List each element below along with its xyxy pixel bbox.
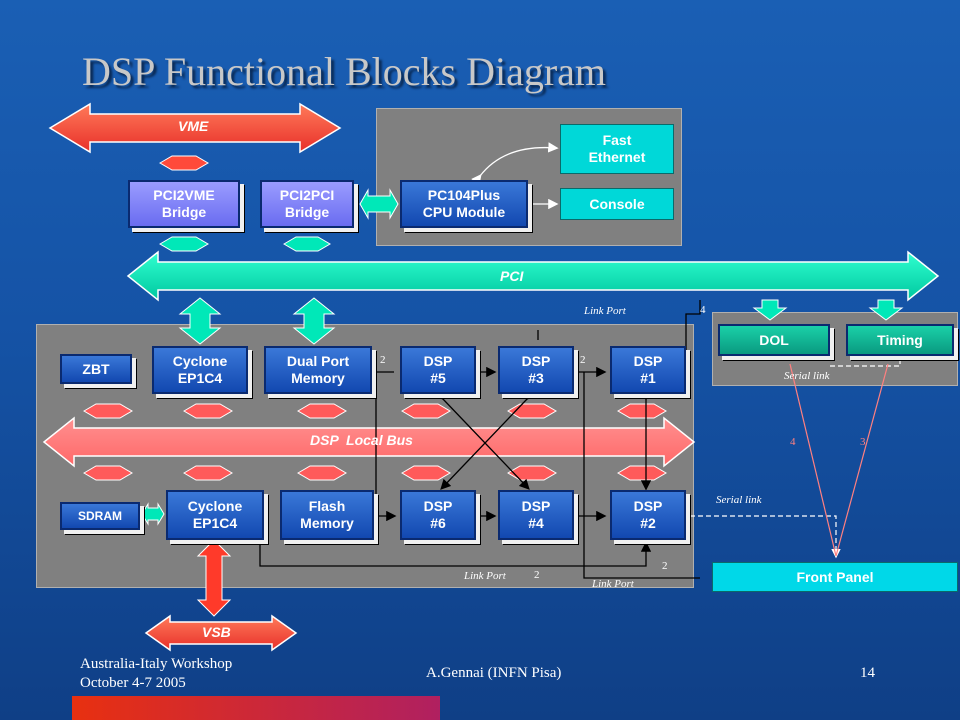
- pci-dol-connector: [752, 299, 788, 321]
- dsp-local-bus-label: DSP Local Bus: [310, 432, 413, 448]
- dsp3-block: DSP #3: [498, 346, 574, 394]
- pci2vme-bridge-block: PCI2VME Bridge: [128, 180, 240, 228]
- count-label-4-top: 4: [700, 304, 706, 316]
- pci2vme-pci-connector: [159, 236, 209, 252]
- dol-block: DOL: [718, 324, 830, 356]
- footer-orange-bar: [72, 696, 440, 720]
- pci-timing-connector: [868, 299, 904, 321]
- count-label-3-serial: 3: [860, 436, 866, 448]
- console-block: Console: [560, 188, 674, 220]
- dsp2-block: DSP #2: [610, 490, 686, 540]
- timing-block: Timing: [846, 324, 954, 356]
- pci2pci-bridge-block: PCI2PCI Bridge: [260, 180, 354, 228]
- sdram-block: SDRAM: [60, 502, 140, 530]
- vme-connector: [159, 155, 209, 171]
- count-label-2-front: 2: [662, 560, 668, 572]
- fast-ethernet-block: Fast Ethernet: [560, 124, 674, 174]
- count-label-2-dsp5: 2: [380, 354, 386, 366]
- cyclone-bottom-block: Cyclone EP1C4: [166, 490, 264, 540]
- count-label-4-serial: 4: [790, 436, 796, 448]
- vme-bus-arrow: [48, 102, 342, 154]
- vme-bus-label: VME: [178, 118, 209, 134]
- serial-link-label-top: Serial link: [784, 370, 830, 382]
- dual-port-memory-block: Dual Port Memory: [264, 346, 372, 394]
- pci-bus-arrow: [126, 250, 940, 302]
- count-label-2-dsp3: 2: [580, 354, 586, 366]
- front-panel-block: Front Panel: [712, 562, 958, 592]
- pci-dualport-arrow: [292, 297, 336, 345]
- dsp5-block: DSP #5: [400, 346, 476, 394]
- footer-event-line1: Australia-Italy Workshop: [80, 656, 233, 672]
- link-port-label-bottom-right: Link Port: [592, 578, 634, 590]
- pci-bus-label: PCI: [500, 268, 524, 284]
- count-label-2-bottom: 2: [534, 569, 540, 581]
- footer-author: A.Gennai (INFN Pisa): [426, 665, 562, 681]
- pci-cyclone-arrow: [178, 297, 222, 345]
- local-bus-connectors-bottom: [83, 465, 667, 481]
- dsp6-block: DSP #6: [400, 490, 476, 540]
- footer-page-number: 14: [860, 665, 875, 681]
- flash-memory-block: Flash Memory: [280, 490, 374, 540]
- dsp1-block: DSP #1: [610, 346, 686, 394]
- footer-event-line2: October 4-7 2005: [80, 675, 186, 691]
- serial-links: [690, 354, 901, 559]
- local-bus-connectors-top: [83, 403, 667, 419]
- vsb-bus-label: VSB: [202, 624, 231, 640]
- page-title: DSP Functional Blocks Diagram: [82, 49, 607, 94]
- cyclone-vsb-arrow: [196, 539, 232, 617]
- pc104plus-cpu-module-block: PC104Plus CPU Module: [400, 180, 528, 228]
- link-port-label-top: Link Port: [584, 305, 626, 317]
- pci2pci-cpu-connector: [359, 188, 399, 220]
- serial-link-label-bottom: Serial link: [716, 494, 762, 506]
- pci2pci-pci-connector: [283, 236, 331, 252]
- sdram-cyclone-connector: [141, 502, 165, 526]
- link-port-label-bottom-left: Link Port: [464, 570, 506, 582]
- vsb-bus-arrow: [144, 614, 298, 652]
- cpu-links: [471, 142, 559, 210]
- cyclone-top-block: Cyclone EP1C4: [152, 346, 248, 394]
- zbt-block: ZBT: [60, 354, 132, 384]
- dsp4-block: DSP #4: [498, 490, 574, 540]
